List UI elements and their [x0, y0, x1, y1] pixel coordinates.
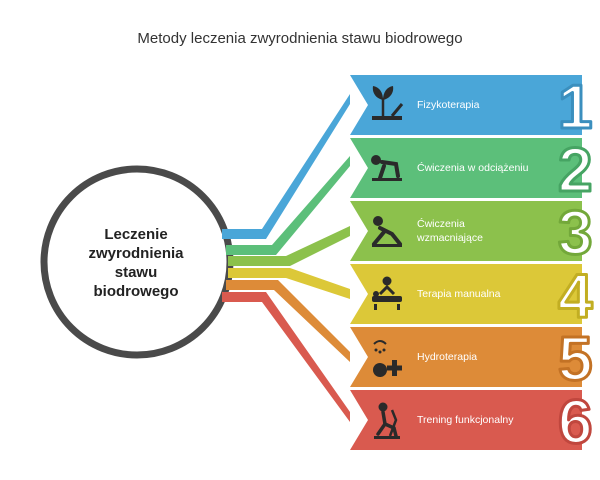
- method-label-5: Hydroterapia: [417, 351, 478, 363]
- method-label-1: Fizykoterapia: [417, 99, 480, 111]
- method-label-3: Ćwiczenia wzmacniające: [417, 218, 483, 244]
- center-line-1: Leczenie: [104, 226, 168, 243]
- connector-2: [226, 156, 350, 255]
- method-label-2: Ćwiczenia w odciążeniu: [417, 162, 529, 174]
- method-label-6: Trening funkcjonalny: [417, 414, 514, 426]
- connector-6: [222, 292, 350, 422]
- band-number-5: 5: [558, 325, 592, 394]
- band-number-1: 1: [558, 73, 592, 142]
- band-1: [350, 75, 582, 135]
- connector-4: [228, 268, 350, 299]
- center-line-4: biodrowego: [93, 283, 179, 300]
- center-label: Leczenie zwyrodnienia stawu biodrowego: [66, 225, 206, 301]
- connector-3: [228, 226, 350, 266]
- exercise-icon: [371, 155, 402, 181]
- band-number-6: 6: [558, 388, 592, 457]
- plant-treatment-icon: [372, 86, 404, 120]
- functional-training-icon: [374, 402, 400, 439]
- center-line-3: stawu: [114, 264, 158, 281]
- band-2: [350, 138, 582, 198]
- connector-5: [226, 280, 350, 362]
- diagram-title: Metody leczenia zwyrodnienia stawu biodr…: [137, 30, 463, 47]
- strength-exercise-icon: [372, 216, 402, 247]
- band-3: [350, 201, 582, 261]
- band-4: [350, 264, 582, 324]
- band-5: [350, 327, 582, 387]
- manual-therapy-icon: [372, 276, 402, 310]
- band-6: [350, 390, 582, 450]
- hydrotherapy-icon: [373, 340, 402, 377]
- center-line-2: zwyrodnienia: [88, 245, 184, 262]
- connector-1: [222, 94, 350, 239]
- band-number-4: 4: [558, 262, 593, 331]
- band-number-3: 3: [558, 199, 592, 268]
- band-number-2: 2: [558, 136, 592, 205]
- method-label-4: Terapia manualna: [417, 288, 501, 300]
